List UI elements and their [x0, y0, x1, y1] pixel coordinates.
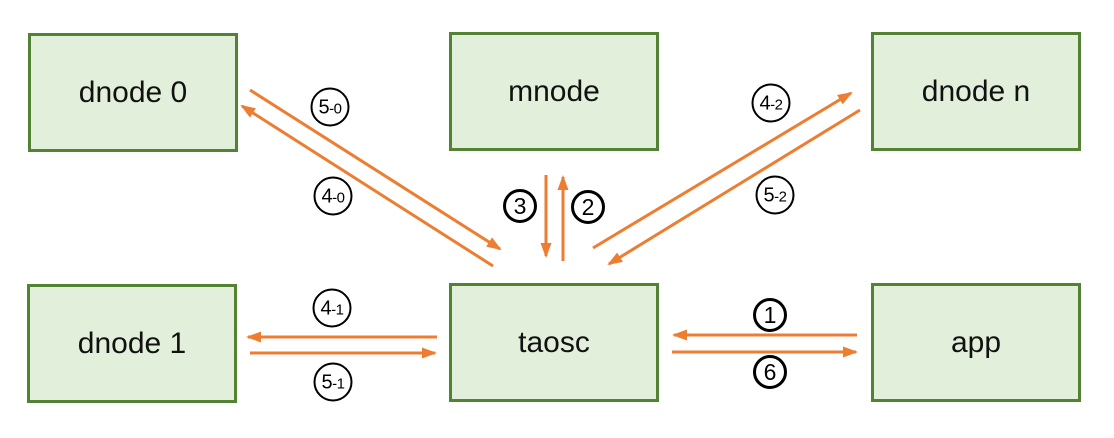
edge-label-1: 1: [753, 298, 787, 332]
node-dnode0: dnode 0: [28, 33, 238, 152]
arrow-5-0: [249, 88, 502, 251]
edge-label-2: 2: [571, 190, 605, 224]
edge-label-4-0: 4-0: [313, 176, 353, 216]
arrow-4-2: [592, 91, 853, 250]
node-mnode: mnode: [449, 32, 659, 151]
node-app-label: app: [950, 325, 1002, 359]
node-dnoden-label: dnode n: [921, 74, 1031, 108]
edge-label-4-1: 4-1: [312, 288, 352, 328]
node-dnode1: dnode 1: [27, 284, 237, 403]
node-dnode0-label: dnode 0: [78, 75, 188, 109]
edge-label-5-2: 5-2: [755, 175, 795, 215]
node-mnode-label: mnode: [508, 74, 600, 108]
edge-label-4-2: 4-2: [751, 83, 791, 123]
edge-label-6: 6: [753, 355, 787, 389]
node-taosc-label: taosc: [518, 325, 590, 359]
arrow-5-2: [607, 108, 861, 266]
node-dnoden: dnode n: [871, 32, 1081, 151]
node-taosc: taosc: [449, 283, 659, 402]
edge-label-3: 3: [503, 189, 537, 223]
edge-label-5-0: 5-0: [310, 87, 350, 127]
node-dnode1-label: dnode 1: [77, 326, 187, 360]
node-app: app: [871, 283, 1081, 402]
edge-label-5-1: 5-1: [313, 362, 353, 402]
arrow-4-0: [240, 104, 494, 268]
